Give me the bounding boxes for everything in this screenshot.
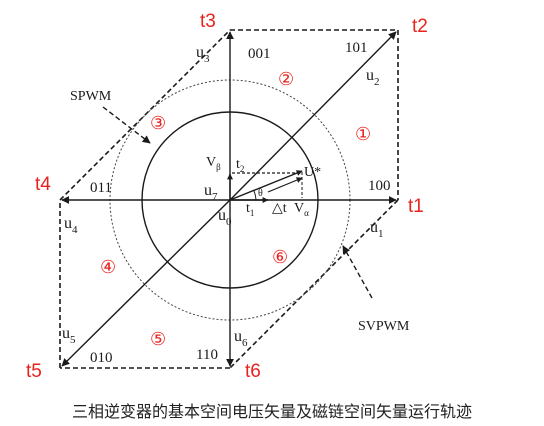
label-u6: u6 — [234, 328, 248, 349]
label-t2: t2 — [236, 157, 244, 174]
label-u2: u2 — [366, 67, 380, 88]
hex-edge-upper-left — [59, 29, 231, 201]
delta-t-arrow — [267, 177, 303, 193]
time-label-t1: t1 — [408, 196, 424, 217]
label-v-beta: Vβ — [206, 155, 221, 172]
center-labels: Vβ t2 U* θ t1 △t Vα — [206, 155, 321, 218]
svpwm-pointer-arrow — [342, 245, 373, 299]
label-v-alpha: Vα — [294, 201, 309, 218]
theta-arc — [253, 190, 257, 201]
time-label-t6: t6 — [245, 361, 261, 382]
time-label-t5: t5 — [26, 361, 42, 382]
label-u7: u7 — [204, 182, 218, 203]
label-spwm: SPWM — [70, 89, 112, 104]
label-svpwm: SVPWM — [358, 319, 410, 334]
label-u0: u0 — [218, 207, 232, 228]
label-u-star: U* — [304, 165, 321, 180]
state-100: 100 — [368, 178, 391, 194]
state-011: 011 — [90, 180, 112, 196]
time-label-t2: t2 — [412, 16, 428, 37]
state-110: 110 — [196, 347, 218, 363]
label-u1: u1 — [370, 219, 384, 240]
vector-u5 — [61, 199, 231, 367]
reference-vector-construction — [227, 170, 303, 203]
switch-state-labels: 001 101 011 100 010 110 — [90, 40, 391, 366]
vector-name-labels: u3 u2 u4 u1 u5 u6 u7 u0 — [62, 44, 384, 349]
time-labels: t3 t2 t4 t1 t5 t6 — [26, 11, 428, 382]
label-delta-t: △t — [272, 201, 287, 216]
vector-u2 — [229, 31, 397, 201]
time-label-t4: t4 — [35, 174, 51, 195]
sector-labels: ① ② ③ ④ ⑤ ⑥ — [100, 69, 371, 349]
sector-6: ⑥ — [272, 247, 288, 267]
label-u3: u3 — [196, 44, 210, 65]
hexagon-outline — [59, 29, 399, 369]
label-theta: θ — [258, 188, 263, 199]
sector-5: ⑤ — [150, 329, 166, 349]
sector-3: ③ — [150, 113, 166, 133]
figure-caption: 三相逆变器的基本空间电压矢量及磁链空间矢量运行轨迹 — [71, 402, 472, 421]
time-label-t3: t3 — [200, 11, 216, 32]
sector-2: ② — [278, 69, 294, 89]
label-u5: u5 — [62, 325, 76, 346]
u-star-vector — [229, 170, 303, 201]
state-010: 010 — [90, 350, 113, 366]
sector-4: ④ — [100, 257, 116, 277]
basic-vectors — [61, 31, 397, 367]
state-101: 101 — [345, 40, 368, 56]
label-u4: u4 — [64, 215, 78, 236]
label-t1: t1 — [246, 201, 254, 218]
state-001: 001 — [248, 46, 271, 62]
spwm-pointer-arrow — [102, 106, 151, 144]
sector-1: ① — [355, 124, 371, 144]
